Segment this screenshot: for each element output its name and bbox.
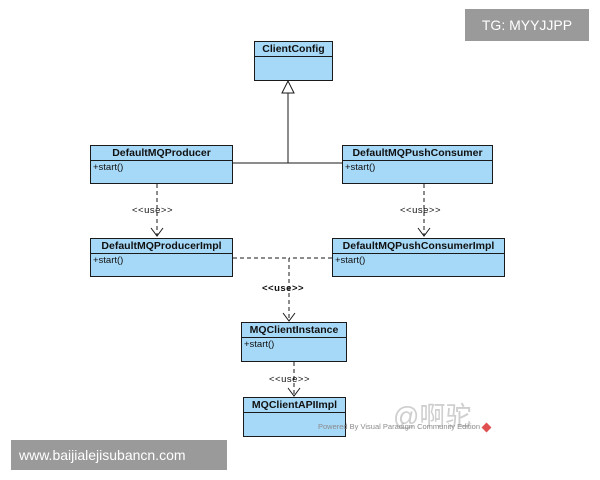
stereotype-consumer-use: <<use>> bbox=[400, 205, 442, 216]
class-default-mq-producer-impl[interactable]: DefaultMQProducerImpl +start() bbox=[90, 238, 233, 277]
stereotype-impl-use: <<use>> bbox=[262, 283, 305, 294]
powered-by-note: Powered By Visual Paradigm Community Edi… bbox=[318, 422, 492, 432]
class-operation: +start() bbox=[345, 162, 376, 173]
watermark: @啊驼 bbox=[393, 401, 472, 431]
class-operation: +start() bbox=[93, 162, 124, 173]
class-name: DefaultMQPushConsumerImpl bbox=[333, 239, 504, 254]
class-operation: +start() bbox=[335, 255, 366, 266]
class-operation: +start() bbox=[244, 339, 275, 350]
class-default-mq-push-consumer-impl[interactable]: DefaultMQPushConsumerImpl +start() bbox=[332, 238, 505, 277]
class-name: DefaultMQPushConsumer bbox=[343, 146, 492, 161]
generalization-arrowhead bbox=[281, 79, 295, 94]
stereotype-producer-use: <<use>> bbox=[132, 205, 174, 216]
class-mq-client-instance[interactable]: MQClientInstance +start() bbox=[241, 322, 347, 362]
class-name: DefaultMQProducerImpl bbox=[91, 239, 232, 254]
class-name: MQClientInstance bbox=[242, 323, 346, 338]
dependency-arrow-producer bbox=[150, 227, 164, 237]
stereotype-instance-use: <<use>> bbox=[269, 374, 311, 385]
class-default-mq-push-consumer[interactable]: DefaultMQPushConsumer +start() bbox=[342, 145, 493, 184]
class-operation: +start() bbox=[93, 255, 124, 266]
class-name: ClientConfig bbox=[255, 42, 332, 57]
dependency-arrow-consumer bbox=[417, 227, 431, 237]
badge-top: TG: MYYJJPP bbox=[465, 9, 589, 41]
powered-by-text: Powered By Visual Paradigm Community Edi… bbox=[318, 422, 481, 431]
visual-paradigm-logo-icon bbox=[481, 422, 492, 432]
class-mq-client-api-impl[interactable]: MQClientAPIImpl bbox=[243, 397, 346, 437]
class-default-mq-producer[interactable]: DefaultMQProducer +start() bbox=[90, 145, 233, 184]
class-client-config[interactable]: ClientConfig bbox=[254, 41, 333, 81]
dependency-arrow-api bbox=[287, 387, 301, 397]
dependency-arrow-instance bbox=[282, 312, 296, 322]
class-name: MQClientAPIImpl bbox=[244, 398, 345, 413]
badge-bottom: www.baijialejisubancn.com bbox=[11, 440, 227, 470]
class-name: DefaultMQProducer bbox=[91, 146, 232, 161]
